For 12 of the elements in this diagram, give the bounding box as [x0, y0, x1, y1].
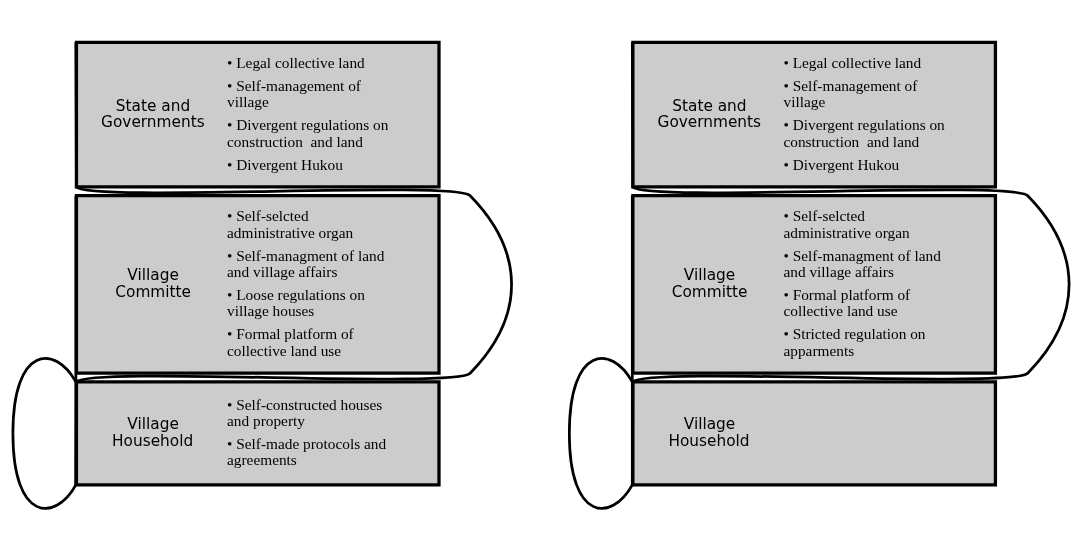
node-box: Village Household • Self-constructed houses and property • Self-made protocols and agreements	[74, 380, 441, 487]
connector	[567, 357, 634, 510]
connector	[11, 357, 78, 510]
node-box: Village Committe • Self-selcted administrative organ • Self-managment of land and village affairs • Loose regulations on village houses • Formal platform of collective land use	[74, 194, 441, 375]
node-box: Village Committe • Self-selcted administrative organ • Self-managment of land and village affairs • Formal platform of collective land use • Stricted regulation on apparments	[631, 194, 998, 375]
node-box: State and Governments • Legal collective land • Self-management of village • Divergent regulations on construction and land • Divergent Hukou	[74, 40, 441, 189]
connector	[74, 42, 513, 485]
connector	[74, 195, 78, 485]
connector	[630, 42, 1071, 485]
node-box: Village Household	[631, 380, 998, 487]
node-box: State and Governments • Legal collective land • Self-management of village • Divergent regulations on construction and land • Divergent Hukou	[631, 40, 998, 189]
connector	[630, 195, 634, 485]
